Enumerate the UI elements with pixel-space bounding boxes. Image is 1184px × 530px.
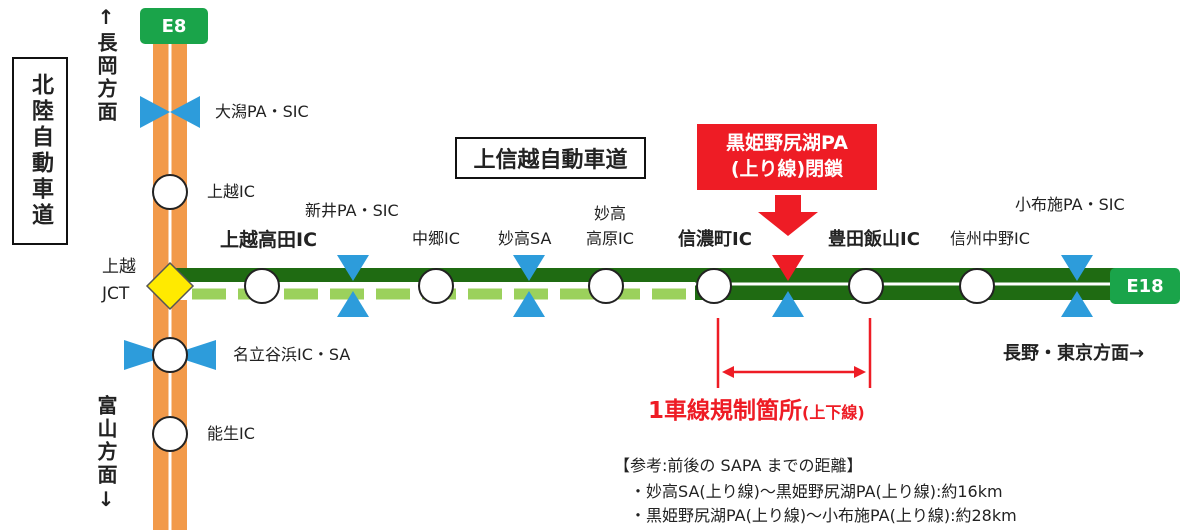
e8-shield: E8 [140, 8, 208, 44]
joshinetsu-title-box: 上信越自動車道 [455, 137, 646, 179]
joetsu-jct-label-line2: JCT [102, 284, 130, 304]
north-direction-label: ↑長岡方面 [94, 5, 118, 124]
ogata-pa-marker-right [170, 96, 200, 128]
south-direction-label: 富山方面↓ [94, 395, 118, 514]
nadachi-label: 名立谷浜IC・SA [233, 345, 351, 364]
ogata-pa-marker-left [140, 96, 170, 128]
obuse-pa-label: 小布施PA・SIC [1015, 195, 1125, 214]
closure-line1: 黒姫野尻湖PA [726, 132, 848, 155]
myoko-sa-marker [513, 255, 545, 317]
myoko-kogen-label-line1: 妙高 [594, 204, 627, 223]
restriction-sub: (上下線) [802, 403, 865, 422]
restriction-arrow-left [722, 366, 734, 378]
closure-line2: (上り線)閉鎖 [730, 158, 844, 180]
kurohime-pa-marker [772, 255, 804, 317]
joetsu-jct-label-line1: 上越 [102, 257, 136, 277]
hokuriku-title-box: 北陸自動車道 [12, 57, 68, 245]
restriction-arrow-right [854, 366, 866, 378]
reference-title: 【参考:前後の SAPA までの距離】 [614, 456, 863, 475]
joetsu-takada-ic-label: 上越高田IC [220, 229, 318, 251]
shinanomachi-ic-marker [696, 268, 732, 304]
restriction-label: 1車線規制箇所(上下線) [648, 400, 865, 423]
shinshu-nakano-ic-marker [959, 268, 995, 304]
ogata-pa-label: 大潟PA・SIC [215, 102, 309, 121]
nadachi-sa-marker-right [170, 340, 216, 370]
myoko-kogen-ic-marker [588, 268, 624, 304]
east-direction-label: 長野・東京方面→ [1003, 343, 1145, 364]
nadachi-ic-marker [152, 337, 188, 373]
joetsu-ic-label: 上越IC [207, 182, 255, 201]
shinshu-nakano-ic-label: 信州中野IC [950, 229, 1030, 248]
obuse-pa-marker [1061, 255, 1093, 317]
joetsu-ic-marker [152, 174, 188, 210]
shinanomachi-ic-label: 信濃町IC [678, 229, 752, 250]
nakago-ic-marker [418, 268, 454, 304]
nadachi-sa-marker-left [124, 340, 170, 370]
reference-line1: ・妙高SA(上り線)〜黒姫野尻湖PA(上り線):約16km [630, 482, 1003, 501]
nou-ic-label: 能生IC [207, 424, 255, 443]
nou-ic-marker [152, 416, 188, 452]
closure-arrow [758, 195, 818, 236]
arai-pa-marker [337, 255, 369, 317]
toyota-iiyama-ic-label: 豊田飯山IC [828, 229, 920, 250]
restriction-main: 1車線規制箇所 [648, 398, 803, 424]
myoko-kogen-label-line2: 高原IC [586, 229, 634, 248]
joetsu-takada-ic-marker [244, 268, 280, 304]
toyota-iiyama-ic-marker [848, 268, 884, 304]
closure-callout: 黒姫野尻湖PA (上り線)閉鎖 [697, 124, 877, 190]
joetsu-jct-marker [145, 261, 195, 311]
myoko-sa-label: 妙高SA [498, 229, 552, 248]
e18-shield: E18 [1110, 268, 1180, 304]
arai-pa-label: 新井PA・SIC [305, 201, 399, 220]
joshinetsu-title: 上信越自動車道 [473, 148, 628, 173]
hokuriku-title: 北陸自動車道 [28, 73, 53, 229]
reference-line2: ・黒姫野尻湖PA(上り線)〜小布施PA(上り線):約28km [630, 506, 1017, 525]
nakago-ic-label: 中郷IC [412, 229, 460, 248]
